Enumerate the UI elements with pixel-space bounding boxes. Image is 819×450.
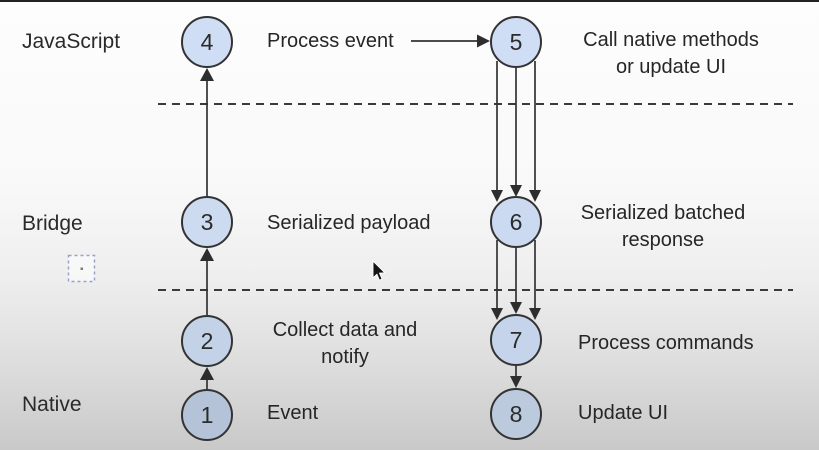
node-number: 3 — [200, 208, 214, 235]
arrows-6-to-7 — [491, 240, 541, 320]
label-line: or update UI — [615, 56, 727, 78]
node-circle-5: 5 — [490, 16, 542, 68]
layer-label-native: Native — [22, 393, 82, 416]
node-number: 4 — [200, 28, 214, 55]
label-serialized-payload: Serialized payload — [267, 212, 431, 234]
node-circle-3: 3 — [181, 196, 233, 248]
node-number: 2 — [200, 327, 214, 354]
label-process-commands: Process commands — [578, 332, 754, 354]
label-collect-data-notify: Collect data and notify — [264, 317, 426, 371]
arrow-2-to-3 — [200, 248, 214, 315]
label-process-event: Process event — [267, 30, 394, 52]
label-line: response — [621, 229, 705, 251]
label-call-native-methods: Call native methods or update UI — [575, 27, 767, 81]
label-event: Event — [267, 402, 319, 424]
node-number: 1 — [200, 401, 214, 428]
placeholder-box — [67, 254, 96, 283]
label-update-ui: Update UI — [578, 402, 669, 424]
node-circle-7: 7 — [490, 314, 542, 366]
arrow-7-to-8 — [510, 366, 522, 388]
node-circle-8: 8 — [490, 388, 542, 440]
label-line: notify — [321, 346, 369, 368]
node-number: 7 — [509, 326, 523, 353]
label-serialized-batched-response: Serialized batched response — [572, 200, 754, 254]
top-edge-line — [0, 0, 819, 2]
node-number: 5 — [509, 28, 523, 55]
label-line: Serialized batched — [580, 202, 746, 224]
label-line: Call native methods — [583, 29, 759, 51]
node-circle-4: 4 — [181, 16, 233, 68]
arrow-3-to-4 — [200, 68, 214, 196]
arrow-1-to-2 — [200, 367, 214, 389]
node-circle-6: 6 — [490, 196, 542, 248]
mouse-cursor — [372, 259, 386, 281]
node-circle-2: 2 — [181, 315, 233, 367]
node-number: 8 — [509, 400, 523, 427]
arrow-process-event-to-5 — [411, 34, 490, 48]
node-number: 6 — [509, 208, 523, 235]
layer-label-javascript: JavaScript — [22, 30, 121, 53]
label-line: Collect data and — [272, 319, 418, 341]
node-circle-1: 1 — [181, 389, 233, 441]
arrows-5-to-6 — [491, 61, 541, 202]
layer-label-bridge: Bridge — [22, 212, 83, 235]
